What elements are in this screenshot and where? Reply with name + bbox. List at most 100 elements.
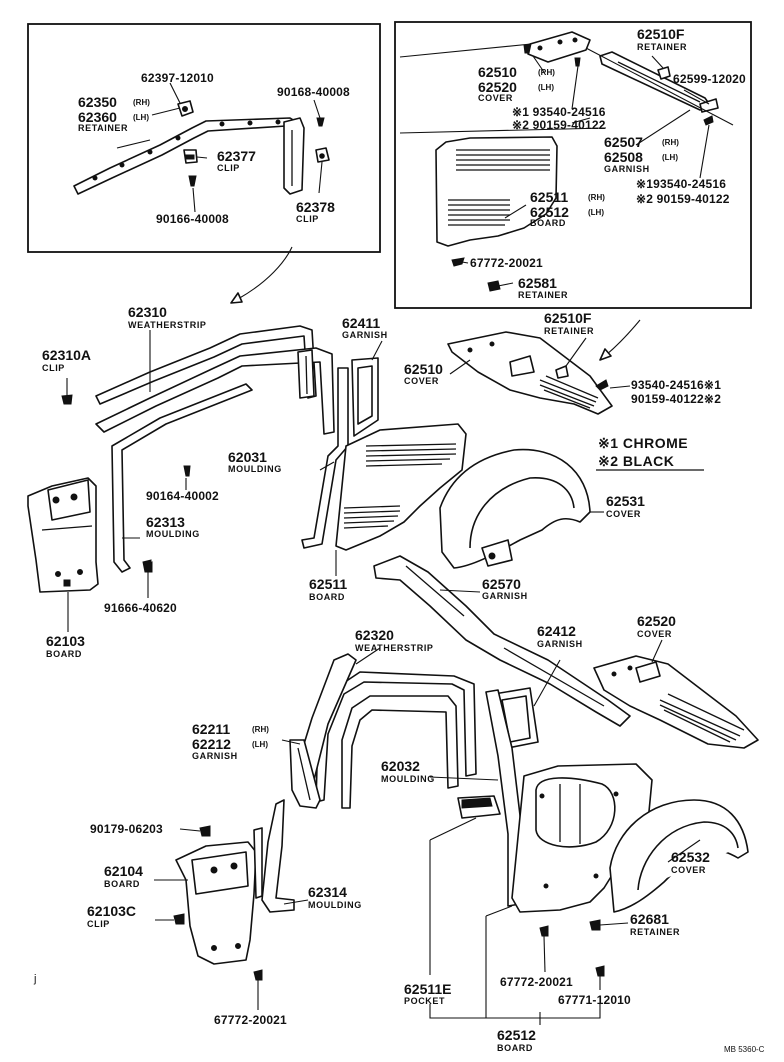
label-62310A-name: CLIP [42,363,65,373]
label-90179: 90179-06203 [90,822,163,836]
label-62508-name: GARNISH [604,164,650,174]
board-62103 [27,477,99,593]
label-62599: 62599-12020 [673,72,746,86]
garnish-62211 [289,739,321,809]
label-62103C: 62103C [87,903,137,919]
label-62310: 62310 [128,304,167,320]
label-62510F-b: 62510F [544,310,592,326]
label-62212-name: GARNISH [192,751,238,761]
clip-62397-icon [177,100,194,117]
retainer-62681-icon [589,919,601,931]
label-62031-name: MOULDING [228,464,282,474]
label-62510-a: 62510 [478,64,517,80]
label-62314: 62314 [308,884,347,900]
label-62212: 62212 [192,736,231,752]
label-62360-name: RETAINER [78,123,129,133]
weatherstrip-62310 [95,325,335,435]
label-67771: 67771-12010 [558,993,631,1007]
label-90164: 90164-40002 [146,489,219,503]
pillar-retainer-62350 [283,117,305,195]
moulding-62314 [261,799,295,913]
label-62104-name: BOARD [104,879,140,889]
label-62411-name: GARNISH [342,330,388,340]
clip-62103C-icon [173,913,185,925]
board-62511 [335,423,467,551]
legend-black: ※2 BLACK [598,453,675,469]
label-62211-side: (RH) [252,725,269,734]
clip-62310A-icon [61,394,73,405]
label-62508: 62508 [604,149,643,165]
garnish-62570 [373,555,631,727]
label-62350: 62350 [78,94,117,110]
label-62507: 62507 [604,134,643,150]
label-62510F-a-name: RETAINER [637,42,688,52]
moulding-62031 [301,367,349,549]
label-93540-a: ※1 93540-24516 [512,105,606,119]
label-62032: 62032 [381,758,420,774]
label-62512-b-name: BOARD [497,1043,533,1053]
screw-90164-icon [183,465,191,477]
fastener-90179-icon [199,825,211,837]
label-62520-name: COVER [478,93,514,103]
label-67772-c: 67772-20021 [214,1013,287,1027]
label-93540-c: 93540-24516※1 [631,378,722,392]
screw-90168-icon [316,117,325,127]
footer-code: MB 5360-C [724,1045,765,1054]
clip-62377-icon [183,149,198,164]
label-62104: 62104 [104,863,143,879]
cover-bracket-62510-detail [523,31,591,63]
arrow-right-box-to-cover [599,319,641,361]
label-62377: 62377 [217,148,256,164]
leaders-right-box [399,43,734,287]
label-62507-side: (RH) [662,138,679,147]
label-62531-name: COVER [606,509,642,519]
label-62511E: 62511E [404,981,452,997]
label-62520-b: 62520 [637,613,676,629]
label-62103: 62103 [46,633,85,649]
fastener-93540-icon [595,379,609,391]
detail-box-right [394,21,752,309]
retainer-62510F-detail [599,51,719,113]
retainer-62581-icon [487,280,501,292]
label-67772-a: 67772-20021 [470,256,543,270]
label-62314-name: MOULDING [308,900,362,910]
label-62320: 62320 [355,627,394,643]
label-62520: 62520 [478,79,517,95]
clip-62378-icon [315,147,330,163]
label-93540-b: ※193540-24516 [636,177,727,191]
screw-91666-icon [145,561,153,573]
leaders-main [66,330,701,1025]
label-62103-name: BOARD [46,649,82,659]
cover-62520 [593,655,759,749]
label-62510-a-side: (RH) [538,68,555,77]
label-62512-b: 62512 [497,1027,536,1043]
label-62512-a-side: (LH) [588,208,604,217]
label-62411: 62411 [342,315,381,331]
label-62511-b: 62511 [309,576,348,592]
label-62377-name: CLIP [217,163,240,173]
pocket-62511E [457,795,501,819]
label-62570: 62570 [482,576,521,592]
label-62511-a: 62511 [530,189,569,205]
label-62510-b: 62510 [404,361,443,377]
cover-62532 [609,799,749,913]
label-62532-name: COVER [671,865,707,875]
detail-box-left [27,23,381,253]
label-62350-side: (RH) [133,98,150,107]
rivet-67772-icon [451,257,465,267]
label-62531: 62531 [606,493,645,509]
legend-chrome: ※1 CHROME [598,435,689,451]
screw-90166-icon [188,175,197,187]
board-62512 [511,763,653,913]
label-62412-name: GARNISH [537,639,583,649]
label-62397: 62397-12010 [141,71,214,85]
board-62104 [175,827,263,965]
cover-62510 [447,331,613,415]
label-62512-a: 62512 [530,204,569,220]
corner-mark: j [34,973,37,985]
label-62510F-a: 62510F [637,26,685,42]
label-62212-side: (LH) [252,740,268,749]
screw-67771-icon [595,965,605,977]
label-62511-a-side: (RH) [588,193,605,202]
